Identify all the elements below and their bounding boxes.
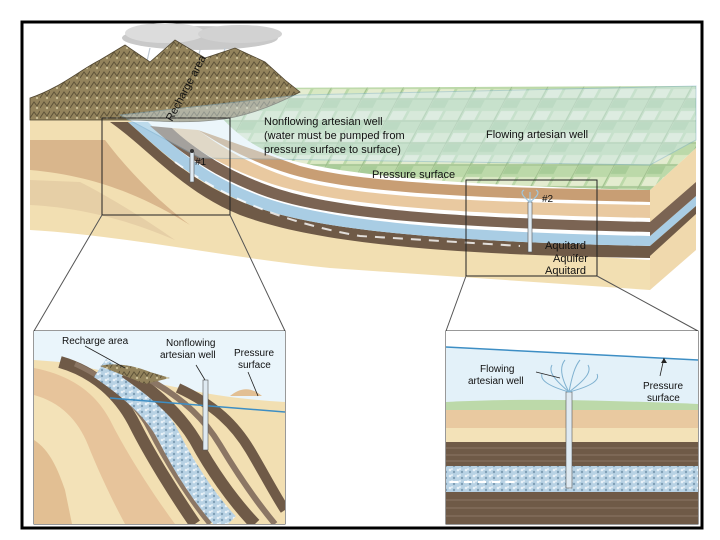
- pressure-surface-plane: [118, 85, 697, 166]
- label-well-2: #2: [542, 194, 554, 205]
- zoom-box-left: [101, 117, 231, 216]
- label-aquifer: Aquifer: [553, 253, 588, 265]
- well-2: [521, 189, 539, 253]
- funnel-right: [445, 275, 699, 332]
- well-1: [189, 149, 195, 183]
- front-strata: [30, 120, 650, 290]
- inset-left-label-pressure-2: surface: [238, 360, 271, 371]
- side-strata: [650, 148, 696, 290]
- inset-right-well: [565, 391, 573, 489]
- label-aquitard-top: Aquitard: [545, 240, 586, 252]
- label-nonflowing-3: pressure surface to surface): [264, 144, 401, 156]
- inset-left-label-nonflowing-1: Nonflowing: [166, 338, 215, 349]
- inset-right: Flowing artesian well Pressure surface: [445, 330, 699, 525]
- label-pressure-surface: Pressure surface: [372, 169, 455, 181]
- label-nonflowing-2: (water must be pumped from: [264, 130, 405, 142]
- funnel-left: [33, 214, 286, 332]
- mountains: [29, 39, 301, 123]
- main-block-diagram: Recharge area Nonflowing artesian well (…: [29, 23, 697, 290]
- zoom-box-right: [465, 179, 598, 277]
- inset-right-label-flowing-1: Flowing: [480, 364, 514, 375]
- label-aquitard-bottom: Aquitard: [545, 265, 586, 277]
- inset-right-label-pressure-1: Pressure: [643, 381, 683, 392]
- label-flowing-well: Flowing artesian well: [486, 129, 588, 141]
- inset-left-well: [202, 379, 209, 451]
- inset-left: Recharge area Nonflowing artesian well P…: [33, 330, 286, 525]
- label-nonflowing-1: Nonflowing artesian well: [264, 116, 383, 128]
- label-well-1: #1: [195, 157, 207, 168]
- inset-left-label-recharge: Recharge area: [62, 336, 129, 347]
- farmland-surface: [215, 86, 696, 190]
- cloud: [122, 23, 282, 76]
- inset-left-label-nonflowing-2: artesian well: [160, 350, 216, 361]
- inset-right-label-pressure-2: surface: [647, 393, 680, 404]
- inset-right-label-flowing-2: artesian well: [468, 376, 524, 387]
- inset-left-label-pressure-1: Pressure: [234, 348, 274, 359]
